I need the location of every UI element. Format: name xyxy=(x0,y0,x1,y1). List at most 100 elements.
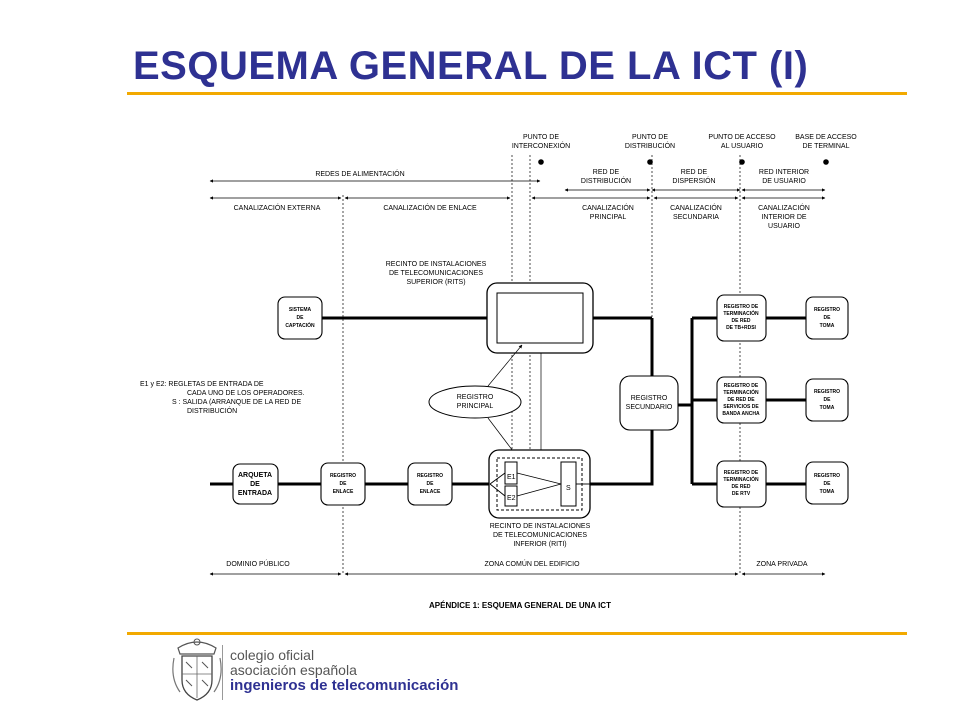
riti-label-l3: INFERIOR (RITI) xyxy=(513,541,566,548)
rtr-banda-l2: TERMINACIÓN xyxy=(723,388,759,396)
thick-cables xyxy=(210,316,806,486)
enlace2-l1: REGISTRO xyxy=(417,473,443,479)
rtr-rtv-l3: DE RED xyxy=(732,484,751,490)
footer-line1: colegio oficial xyxy=(230,647,315,663)
point-acceso-l2: AL USUARIO xyxy=(721,143,764,150)
salida-s xyxy=(560,461,577,507)
riti-enclosure: E1 E2 S xyxy=(488,449,591,519)
secundario-l2: SECUNDARIO xyxy=(626,404,673,411)
page-title: ESQUEMA GENERAL DE LA ICT (I) xyxy=(133,44,809,88)
enlace2-l2: DE xyxy=(427,481,435,487)
zona-privada: ZONA PRIVADA xyxy=(756,561,808,568)
riti-label-l2: DE TELECOMUNICACIONES xyxy=(493,532,587,539)
legend-l1: E1 y E2: REGLETAS DE ENTRADA DE xyxy=(140,381,264,388)
arqueta-l1: ARQUETA xyxy=(238,472,272,479)
toma3-l2: DE xyxy=(824,481,832,487)
point-distribucion-l2: DISTRIBUCIÓN xyxy=(625,141,675,150)
box-registro-enlace-2: REGISTRO DE ENLACE xyxy=(407,462,453,506)
label-red-dispersion-l1: RED DE xyxy=(681,169,708,176)
box-toma-1: REGISTRO DE TOMA xyxy=(805,296,849,340)
s-label: S xyxy=(566,485,571,492)
footer-line3: ingenieros de telecomunicación xyxy=(230,677,459,694)
legend: E1 y E2: REGLETAS DE ENTRADA DE CADA UNO… xyxy=(140,381,305,415)
coat-of-arms-logo xyxy=(172,638,222,701)
registro-principal: REGISTRO PRINCIPAL xyxy=(428,344,523,456)
sistema-l3: CAPTACIÓN xyxy=(285,321,315,329)
toma1-l2: DE xyxy=(824,315,832,321)
arrow-principal-rits xyxy=(487,344,523,387)
zona-comun: ZONA COMÚN DEL EDIFICIO xyxy=(484,559,580,568)
enlace2-l3: ENLACE xyxy=(420,489,441,495)
title-underline xyxy=(127,92,907,95)
rtr-rdsi-l3: DE RED xyxy=(732,318,751,324)
zona-publico: DOMINIO PÚBLICO xyxy=(226,559,290,568)
diagram-caption: APÉNDICE 1: ESQUEMA GENERAL DE UNA ICT xyxy=(429,601,611,610)
dot-acceso xyxy=(739,159,745,165)
label-red-dispersion-l2: DISPERSIÓN xyxy=(672,176,715,185)
box-registro-enlace-1: REGISTRO DE ENLACE xyxy=(320,462,366,506)
label-can-interior-l1: CANALIZACIÓN xyxy=(758,203,810,212)
label-red-distribucion-l1: RED DE xyxy=(593,169,620,176)
footer-rule xyxy=(127,632,907,635)
label-can-externa: CANALIZACIÓN EXTERNA xyxy=(234,203,321,212)
riti-label-l1: RECINTO DE INSTALACIONES xyxy=(490,523,591,530)
box-rtr-rdsi: REGISTRO DE TERMINACIÓN DE RED DE TB+RDS… xyxy=(716,294,767,342)
sistema-l2: DE xyxy=(297,315,305,321)
label-can-principal-l1: CANALIZACIÓN xyxy=(582,203,634,212)
point-distribucion-l1: PUNTO DE xyxy=(632,134,668,141)
rtr-banda-l1: REGISTRO DE xyxy=(724,383,759,389)
rtr-banda-l5: BANDA ANCHA xyxy=(722,411,760,417)
cable-riti-secundario xyxy=(590,405,654,486)
rtr-rtv-l4: DE RTV xyxy=(732,491,751,497)
e1-label: E1 xyxy=(507,474,516,481)
box-registro-secundario: REGISTRO SECUNDARIO xyxy=(619,375,679,431)
enlace1-l3: ENLACE xyxy=(333,489,354,495)
box-toma-3: REGISTRO DE TOMA xyxy=(805,461,849,505)
legend-l4: DISTRIBUCIÓN xyxy=(187,406,237,415)
enlace1-l1: REGISTRO xyxy=(330,473,356,479)
toma2-l3: TOMA xyxy=(820,405,835,411)
rits-label-l2: DE TELECOMUNICACIONES xyxy=(389,270,483,277)
box-sistema-captacion: SISTEMA DE CAPTACIÓN xyxy=(277,296,323,340)
enlace1-l2: DE xyxy=(340,481,348,487)
secundario-l1: REGISTRO xyxy=(631,395,668,402)
box-rtr-banda-ancha: REGISTRO DE TERMINACIÓN DE RED DE SERVIC… xyxy=(716,376,767,424)
label-redes-alimentacion: REDES DE ALIMENTACIÓN xyxy=(315,169,404,178)
dot-base xyxy=(823,159,829,165)
legend-l2: CADA UNO DE LOS OPERADORES. xyxy=(187,390,305,397)
rtr-banda-l3: DE RED DE xyxy=(727,397,755,403)
registro-principal-l1: REGISTRO xyxy=(457,394,494,401)
e2-label: E2 xyxy=(507,495,516,502)
toma3-l1: REGISTRO xyxy=(814,473,840,479)
footer-line2: asociación española xyxy=(230,662,357,678)
arqueta-l3: ENTRADA xyxy=(238,490,272,497)
riti-wiring xyxy=(489,472,590,497)
box-rtr-rtv: REGISTRO DE TERMINACIÓN DE RED DE RTV xyxy=(716,460,767,508)
legend-l3: S : SALIDA (ARRANQUE DE LA RED DE xyxy=(172,399,301,406)
rtr-rdsi-l2: TERMINACIÓN xyxy=(723,309,759,317)
toma2-l1: REGISTRO xyxy=(814,389,840,395)
point-base-l2: DE TERMINAL xyxy=(803,143,850,150)
point-dots xyxy=(538,159,829,165)
label-red-interior-l2: DE USUARIO xyxy=(762,178,806,185)
toma2-l2: DE xyxy=(824,397,832,403)
footer-organization: colegio oficial asociación española inge… xyxy=(230,647,459,694)
point-interconexion-l1: PUNTO DE xyxy=(523,134,559,141)
sistema-l1: SISTEMA xyxy=(289,307,312,313)
label-can-secundaria-l2: SECUNDARIA xyxy=(673,214,719,221)
label-can-interior-l2: INTERIOR DE xyxy=(761,214,806,221)
registro-principal-l2: PRINCIPAL xyxy=(457,403,494,410)
toma3-l3: TOMA xyxy=(820,489,835,495)
point-acceso-l1: PUNTO DE ACCESO xyxy=(708,134,776,141)
label-can-principal-l2: PRINCIPAL xyxy=(590,214,627,221)
rtr-rdsi-l1: REGISTRO DE xyxy=(724,304,759,310)
label-red-distribucion-l2: DISTRIBUCIÓN xyxy=(581,176,631,185)
rtr-banda-l4: SERVICIOS DE xyxy=(723,404,759,410)
rits-enclosure xyxy=(486,282,594,354)
footer-separator xyxy=(222,645,223,700)
label-can-secundaria-l1: CANALIZACIÓN xyxy=(670,203,722,212)
rits-label-l1: RECINTO DE INSTALACIONES xyxy=(386,261,487,268)
label-can-interior-l3: USUARIO xyxy=(768,223,800,230)
dot-distribucion xyxy=(647,159,653,165)
arrow-principal-riti xyxy=(487,417,517,456)
